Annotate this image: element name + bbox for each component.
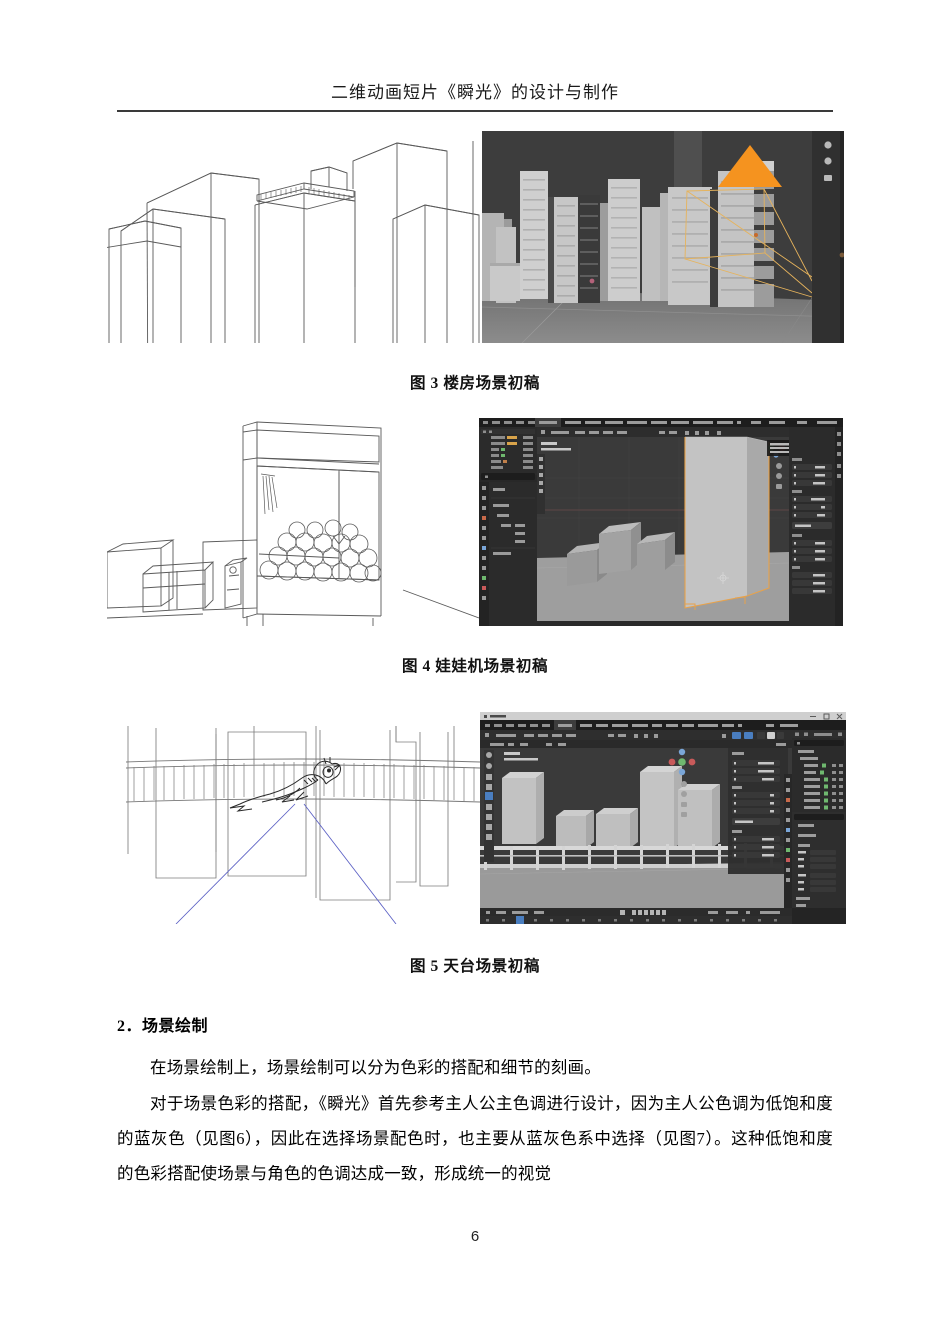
figure-5: 图 5 天台场景初稿 (0, 712, 950, 976)
paragraph-1: 在场景绘制上，场景绘制可以分为色彩的搭配和细节的刻画。 (150, 1058, 601, 1077)
figure-4-caption: 图 4 娃娃机场景初稿 (401, 658, 549, 675)
figure-3-panels (0, 131, 950, 343)
section-heading-scene-painting: 2．场景绘制 (117, 1018, 209, 1035)
page-number: 6 (470, 1228, 480, 1245)
claw-machine-line-art-svg (107, 421, 479, 626)
buildings-line-art-svg (106, 141, 479, 343)
figure-4-panels (0, 418, 950, 626)
figure-5-blender-screenshot (480, 712, 846, 924)
figure-5-panels (0, 712, 950, 924)
figure-3: 图 3 楼房场景初稿 (0, 131, 950, 393)
figure-4-blender-screenshot (479, 418, 843, 626)
figure-5-line-drawing (104, 712, 480, 924)
blender-city-viewport-svg (481, 131, 844, 343)
figure-4: 图 4 娃娃机场景初稿 (0, 418, 950, 676)
figure-3-line-drawing (106, 131, 482, 343)
figure-3-blender-viewport (481, 131, 844, 343)
paragraph-2: 对于场景色彩的搭配，《瞬光》首先参考主人公主色调进行设计，因为主人公色调为低饱和… (117, 1094, 833, 1183)
figure-3-caption: 图 3 楼房场景初稿 (409, 375, 540, 392)
running-header: 二维动画短片《瞬光》的设计与制作 (0, 78, 950, 103)
header-title: 二维动画短片《瞬光》的设计与制作 (331, 83, 619, 102)
blender-ui-rooftop-svg (480, 712, 846, 924)
figure-4-line-drawing (107, 418, 479, 626)
figure-5-caption: 图 5 天台场景初稿 (409, 958, 540, 975)
rooftop-bird-line-art-svg (125, 726, 480, 924)
header-divider (117, 110, 833, 112)
blender-ui-claw-svg (479, 418, 843, 626)
